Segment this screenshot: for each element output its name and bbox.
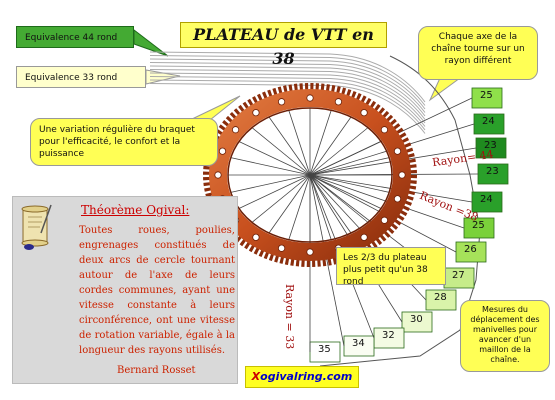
radial-spoke: [309, 174, 352, 234]
chainring-hole: [306, 94, 314, 102]
guide-line: [149, 58, 426, 110]
logo-x-mark: X: [251, 370, 261, 383]
guide-line: [149, 62, 426, 113]
guide-line: [149, 79, 426, 131]
radial-spoke: [238, 174, 311, 209]
teeth-number-label: 32: [382, 330, 395, 341]
radial-spoke: [288, 110, 311, 176]
radial-lines: [228, 97, 479, 352]
rayon-33-label: Rayon = 33: [283, 284, 296, 350]
chainring-hole: [360, 109, 368, 117]
gear-step-blocks: [309, 87, 509, 363]
variation-callout: Une variation régulière du braquet pour …: [30, 118, 218, 166]
guide-line: [149, 55, 426, 106]
chainring-hole: [277, 244, 286, 252]
theorem-title: Théorème Ogival:: [81, 203, 190, 217]
radial-spoke: [238, 141, 311, 176]
guide-line: [149, 65, 426, 117]
radial-spoke: [230, 157, 311, 176]
guide-line: [149, 69, 426, 120]
ogivalring-logo[interactable]: Xogivalring.com: [245, 366, 359, 388]
teeth-number-label: 25: [472, 220, 485, 231]
radial-spoke: [309, 141, 382, 176]
scroll-quill-icon: [21, 204, 52, 250]
teeth-number-label: 23: [484, 140, 497, 151]
radial-line: [309, 174, 345, 347]
chainring-hole: [393, 195, 402, 203]
chainring-hole: [277, 98, 286, 106]
teeth-number-label: 26: [464, 244, 477, 255]
two-thirds-callout: Les 2/3 du plateau plus petit qu'un 38 r…: [336, 247, 446, 287]
teeth-number-label: 24: [482, 116, 495, 127]
chainring-hole: [334, 98, 343, 106]
chainring-hole: [252, 109, 260, 117]
teeth-number-label: 30: [410, 314, 423, 325]
axe-callout: Chaque axe de la chaîne tourne sur un ra…: [418, 26, 538, 80]
teeth-number-label: 28: [434, 292, 447, 303]
radial-spoke: [309, 116, 352, 176]
theorem-panel: Théorème Ogival: Toutes roues, poulies, …: [12, 196, 238, 384]
radial-spoke: [309, 174, 332, 240]
theorem-text: Toutes roues, poulies, engrenages consti…: [79, 225, 235, 356]
chainring-hole: [306, 248, 314, 256]
radial-spoke: [309, 127, 369, 176]
radial-spoke: [309, 174, 369, 223]
equiv44-callout: Equivalence 44 rond: [16, 26, 134, 48]
radial-spoke: [309, 174, 390, 193]
chainring-hole: [231, 126, 240, 134]
chainring-hole: [218, 147, 227, 155]
guide-line: [149, 72, 426, 124]
teeth-number-label: 34: [352, 338, 365, 349]
mesures-callout: Mesures du déplacement des manivelles po…: [460, 300, 550, 372]
radial-spoke: [251, 127, 311, 176]
chainring-inner-edge: [227, 107, 393, 243]
page-title: PLATEAU de VTT en 38: [180, 22, 387, 68]
guide-line: [149, 76, 426, 127]
chainring-hole: [214, 171, 222, 179]
chain-path-curve: [319, 55, 481, 367]
teeth-number-label: 23: [486, 166, 499, 177]
teeth-number-label: 24: [480, 194, 493, 205]
equiv33-callout: Equivalence 33 rond: [16, 66, 146, 88]
theorem-author: Bernard Rosset: [117, 365, 196, 376]
equiv44-pointer: [133, 28, 169, 57]
theorem-body: Toutes roues, poulies, engrenages consti…: [19, 223, 235, 358]
radial-spoke: [251, 174, 311, 223]
logo-text: ogivalring.com: [260, 370, 353, 383]
chainring-hole: [380, 126, 389, 134]
radial-spoke: [309, 157, 390, 176]
radial-spoke: [268, 116, 311, 176]
teeth-number-label: 27: [452, 270, 465, 281]
radial-spoke: [288, 174, 311, 240]
chainring-hole: [360, 233, 368, 241]
teeth-number-label: 35: [318, 344, 331, 355]
teeth-number-label: 25: [480, 90, 493, 101]
radial-spoke: [268, 174, 311, 234]
radial-spoke: [309, 174, 382, 209]
chainring-hole: [393, 147, 402, 155]
radial-spoke: [230, 174, 311, 193]
guide-line: [149, 51, 426, 103]
radial-spoke: [309, 110, 332, 176]
chainring-hole: [252, 233, 260, 241]
chainring-hole: [380, 216, 389, 224]
chainring-hole: [398, 171, 406, 179]
